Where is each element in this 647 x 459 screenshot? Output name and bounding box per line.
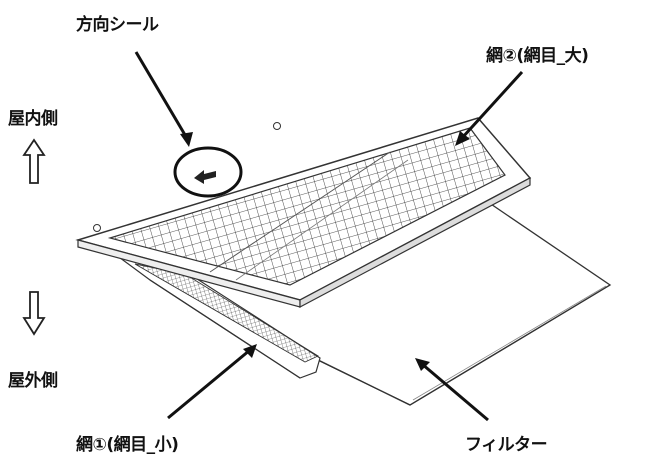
label-filter: フィルター <box>465 435 548 455</box>
label-outdoor: 屋外側 <box>8 371 58 391</box>
leader-mesh2 <box>455 70 524 146</box>
leader-sticker <box>134 51 193 147</box>
label-direction-sticker: 方向シール <box>76 15 159 35</box>
label-indoor: 屋内側 <box>8 109 58 129</box>
mesh2-frame <box>75 117 532 308</box>
leader-filter <box>415 358 489 422</box>
label-mesh2: 網②(網目_大) <box>486 46 589 66</box>
mesh1-frame <box>111 251 321 379</box>
leader-mesh1 <box>167 344 257 420</box>
outdoor-arrow-icon <box>22 291 46 336</box>
indoor-arrow-icon <box>22 138 46 184</box>
direction-sticker <box>173 146 243 198</box>
label-mesh1: 網①(網目_小) <box>76 435 179 455</box>
